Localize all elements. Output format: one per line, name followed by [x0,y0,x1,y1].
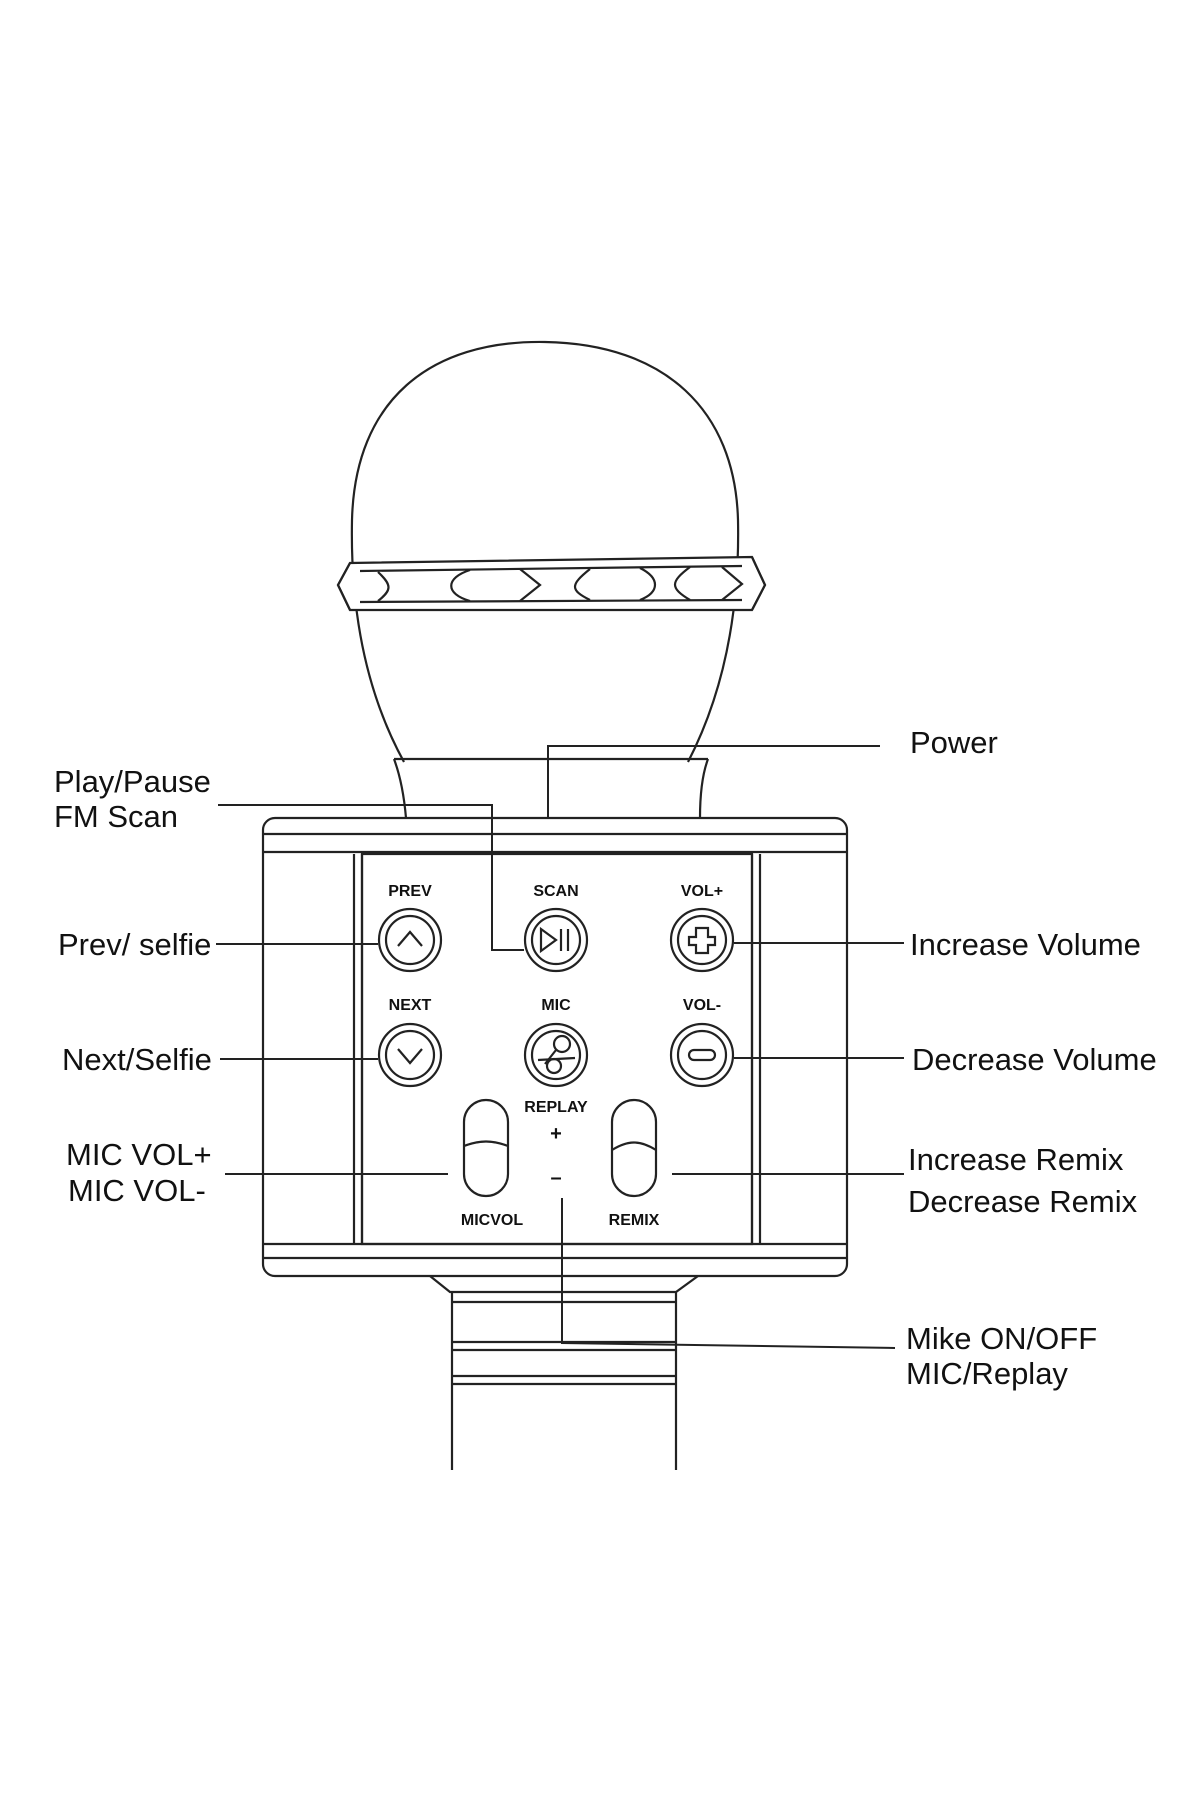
callout-increase-remix: Increase Remix [908,1142,1124,1177]
callout-next-selfie: Next/Selfie [62,1042,212,1077]
vol-down-label: VOL- [683,997,721,1014]
remix-slider[interactable]: REMIX [609,1098,660,1229]
replay-minus-label: – [550,1167,561,1189]
replay-plus-label: + [550,1123,562,1145]
remix-label: REMIX [609,1212,660,1229]
leader-mike [561,1198,896,1349]
mic-button[interactable]: MIC [523,997,589,1088]
chevron-up-icon [397,930,423,947]
callout-increase-volume: Increase Volume [910,927,1141,962]
microphone-icon [537,1034,576,1075]
callout-mic-vol-down: MIC VOL- [68,1173,206,1208]
micvol-slider[interactable]: MICVOL [461,1098,523,1229]
replay-label: REPLAY [524,1099,588,1116]
callout-prev-selfie: Prev/ selfie [58,927,211,962]
mic-ring [336,555,767,612]
mic-neck [392,757,710,819]
callout-mic-vol-up: MIC VOL+ [66,1137,212,1172]
leader-play-pause [218,804,524,951]
callout-mic-replay: MIC/Replay [906,1356,1068,1391]
next-button[interactable]: NEXT [377,997,443,1088]
prev-button[interactable]: PREV [377,883,443,973]
vol-up-button[interactable]: VOL+ [669,883,735,973]
play-pause-icon [539,926,570,954]
vol-up-label: VOL+ [681,883,723,900]
minus-icon [687,1048,717,1062]
micvol-label: MICVOL [461,1212,523,1229]
prev-label: PREV [388,883,432,900]
scan-button[interactable]: SCAN [523,883,589,973]
leader-power [547,745,880,818]
callout-mike-on-off: Mike ON/OFF [906,1321,1097,1356]
chevron-down-icon [397,1048,423,1065]
callout-fm-scan: FM Scan [54,799,178,834]
vol-down-button[interactable]: VOL- [669,997,735,1088]
mic-handle [429,1275,699,1470]
next-label: NEXT [389,997,432,1014]
callout-power: Power [910,725,998,760]
mic-head [350,340,740,763]
control-body [261,816,849,1278]
mic-label: MIC [541,997,571,1014]
callout-play-pause: Play/Pause [54,764,211,799]
scan-label: SCAN [533,883,578,900]
callout-decrease-volume: Decrease Volume [912,1042,1157,1077]
plus-icon [687,926,717,955]
callout-decrease-remix: Decrease Remix [908,1184,1138,1219]
